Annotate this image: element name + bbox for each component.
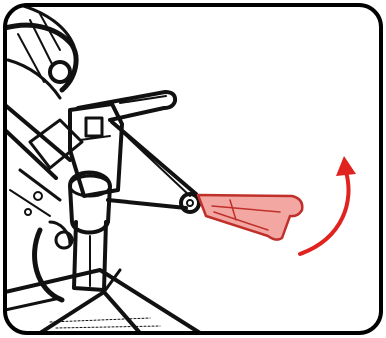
frame-background xyxy=(5,5,381,333)
